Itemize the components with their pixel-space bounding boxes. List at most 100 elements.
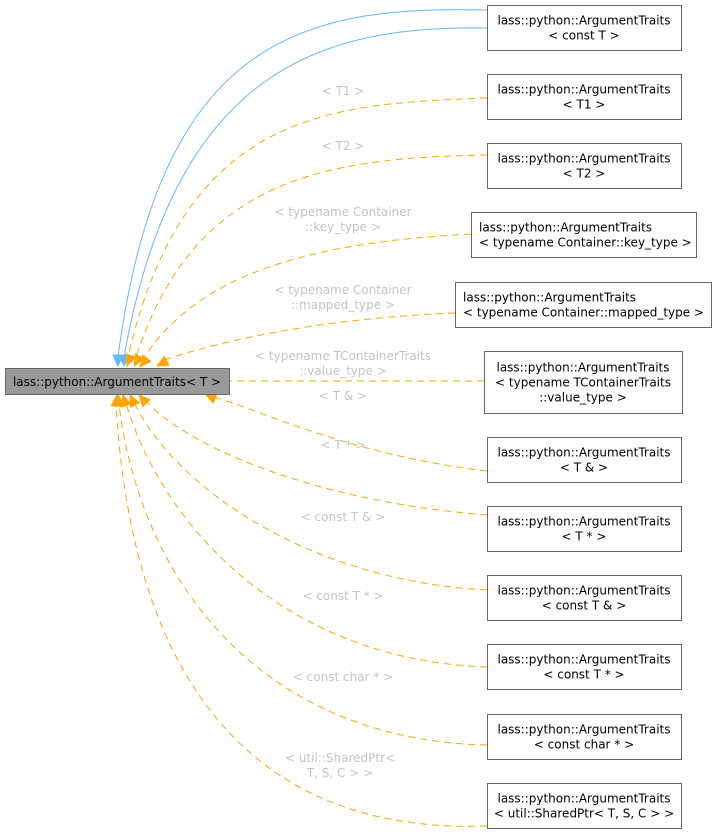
node-const_t_ref-label-line-2: < const T & > (542, 599, 627, 613)
edge-const_t-2 (123, 27, 488, 358)
edge-label-line: < T1 > (322, 84, 365, 98)
edge-label-line: < util::SharedPtr< (285, 751, 395, 765)
edge-shared_ptr (115, 403, 488, 827)
node-t_ref-label-line-2: < T & > (560, 461, 608, 475)
edge-t_ref (213, 396, 488, 472)
edge-const_t_ref (133, 401, 488, 591)
node-t2-label-line-2: < T2 > (563, 167, 606, 181)
edge-mapped_type (163, 312, 456, 361)
node-const_t_ptr[interactable]: lass::python::ArgumentTraits< const T * … (487, 644, 682, 690)
node-t_ptr[interactable]: lass::python::ArgumentTraits< T * > (487, 506, 682, 552)
node-const_t_ptr-label-line-1: lass::python::ArgumentTraits (497, 653, 670, 667)
nodes-layer: lass::python::ArgumentTraits< T > lass::… (5, 5, 712, 829)
node-value_type-label-line-3: ::value_type > (539, 391, 627, 405)
edge-const_t_ptr (125, 402, 488, 668)
node-t_ref-label-line-1: lass::python::ArgumentTraits (497, 446, 670, 460)
node-key_type[interactable]: lass::python::ArgumentTraits< typename C… (471, 212, 697, 258)
node-mapped_type-label-line-2: < typename Container::mapped_type > (463, 306, 704, 320)
node-key_type-label-line-1: lass::python::ArgumentTraits (479, 221, 652, 235)
arrowhead-key_type (139, 354, 152, 368)
node-const_char_ptr-label-line-2: < const char * > (534, 738, 634, 752)
edge-label-shared_ptr: < util::SharedPtr<T, S, C > > (285, 751, 395, 780)
node-const_t_ref-label-line-1: lass::python::ArgumentTraits (497, 584, 670, 598)
edge-label-line: < T & > (319, 389, 367, 403)
node-t1-label-line-1: lass::python::ArgumentTraits (497, 83, 670, 97)
node-const_t_ref[interactable]: lass::python::ArgumentTraits< const T & … (487, 575, 682, 621)
node-value_type-label-line-2: < typename TContainerTraits (495, 376, 671, 390)
edge-label-line: T, S, C > > (306, 766, 373, 780)
base-node-box[interactable] (5, 368, 230, 395)
node-t_ref-box[interactable] (487, 437, 682, 483)
base-node-label: lass::python::ArgumentTraits< T > (13, 375, 221, 389)
edge-const_t-1 (117, 9, 488, 358)
edge-labels-layer: < T1 >< T2 >< typename Container::key_ty… (255, 84, 431, 780)
edge-label-const_char_ptr: < const char * > (293, 670, 393, 684)
node-const_char_ptr[interactable]: lass::python::ArgumentTraits< const char… (487, 714, 682, 760)
node-t_ptr-box[interactable] (487, 506, 682, 552)
node-key_type-box[interactable] (471, 212, 697, 258)
node-const_t_ptr-label-line-2: < const T * > (543, 668, 624, 682)
node-mapped_type-box[interactable] (455, 282, 712, 328)
node-mapped_type[interactable]: lass::python::ArgumentTraits< typename C… (455, 282, 712, 328)
edge-label-line: < typename Container (274, 205, 411, 219)
edge-const_char_ptr (118, 403, 488, 746)
edge-label-const_t_ptr: < const T * > (302, 589, 383, 603)
node-key_type-label-line-2: < typename Container::key_type > (479, 236, 692, 250)
node-shared_ptr-label-line-1: lass::python::ArgumentTraits (497, 792, 670, 806)
edge-label-mapped_type: < typename Container::mapped_type > (274, 283, 411, 312)
base-node[interactable]: lass::python::ArgumentTraits< T > (5, 368, 230, 395)
edge-t2 (135, 154, 488, 358)
node-const_t_ref-box[interactable] (487, 575, 682, 621)
node-const_t_ptr-box[interactable] (487, 644, 682, 690)
node-shared_ptr-label-line-2: < util::SharedPtr< T, S, C > > (494, 807, 674, 821)
node-const_t[interactable]: lass::python::ArgumentTraits< const T > (487, 5, 682, 51)
edge-label-value_type: < typename TContainerTraits::value_type … (255, 349, 431, 378)
node-const_t-label-line-2: < const T > (548, 29, 619, 43)
edge-label-line: < typename TContainerTraits (255, 349, 431, 363)
edge-label-key_type: < typename Container::key_type > (274, 205, 411, 234)
arrowhead-shared_ptr (110, 393, 123, 407)
edge-label-t_ref: < T & > (319, 389, 367, 403)
edge-label-t_ptr: < T * > (321, 438, 366, 452)
edge-label-line: ::mapped_type > (291, 298, 395, 312)
arrowhead-t_ref (203, 393, 218, 404)
node-t1-label-line-2: < T1 > (563, 98, 606, 112)
node-const_char_ptr-box[interactable] (487, 714, 682, 760)
node-const_t-label-line-1: lass::python::ArgumentTraits (497, 14, 670, 28)
node-t_ptr-label-line-2: < T * > (562, 530, 607, 544)
arrowhead-t1 (125, 353, 137, 368)
node-shared_ptr[interactable]: lass::python::ArgumentTraits< util::Shar… (487, 783, 682, 829)
edge-label-t2: < T2 > (322, 139, 365, 153)
node-t2-label-line-1: lass::python::ArgumentTraits (497, 152, 670, 166)
edge-label-line: < const T & > (301, 510, 386, 524)
arrowhead-t_ptr (138, 394, 152, 408)
node-t2-box[interactable] (487, 143, 682, 189)
node-t_ptr-label-line-1: lass::python::ArgumentTraits (497, 515, 670, 529)
node-value_type-box[interactable] (484, 351, 683, 414)
edge-label-const_t_ref: < const T & > (301, 510, 386, 524)
arrowhead-mapped_type (155, 355, 170, 367)
edges-layer (110, 9, 488, 827)
arrowhead-const_t_ref (129, 393, 141, 408)
edge-t_ptr (145, 400, 488, 516)
node-t1[interactable]: lass::python::ArgumentTraits< T1 > (487, 74, 682, 120)
edge-label-line: < T2 > (322, 139, 365, 153)
edge-label-line: < const T * > (302, 589, 383, 603)
node-const_t-box[interactable] (487, 5, 682, 51)
node-t1-box[interactable] (487, 74, 682, 120)
edge-label-line: < typename Container (274, 283, 411, 297)
edge-label-line: ::key_type > (305, 220, 381, 234)
node-t2[interactable]: lass::python::ArgumentTraits< T2 > (487, 143, 682, 189)
node-shared_ptr-box[interactable] (487, 783, 682, 829)
arrowhead-t2 (133, 353, 145, 368)
node-t_ref[interactable]: lass::python::ArgumentTraits< T & > (487, 437, 682, 483)
edge-label-line: < T * > (321, 438, 366, 452)
edge-t1 (127, 97, 488, 358)
node-const_char_ptr-label-line-1: lass::python::ArgumentTraits (497, 723, 670, 737)
node-value_type[interactable]: lass::python::ArgumentTraits< typename T… (484, 351, 683, 414)
node-value_type-label-line-1: lass::python::ArgumentTraits (496, 361, 669, 375)
edge-label-line: < const char * > (293, 670, 393, 684)
edge-label-t1: < T1 > (322, 84, 365, 98)
edge-label-line: ::value_type > (299, 364, 387, 378)
